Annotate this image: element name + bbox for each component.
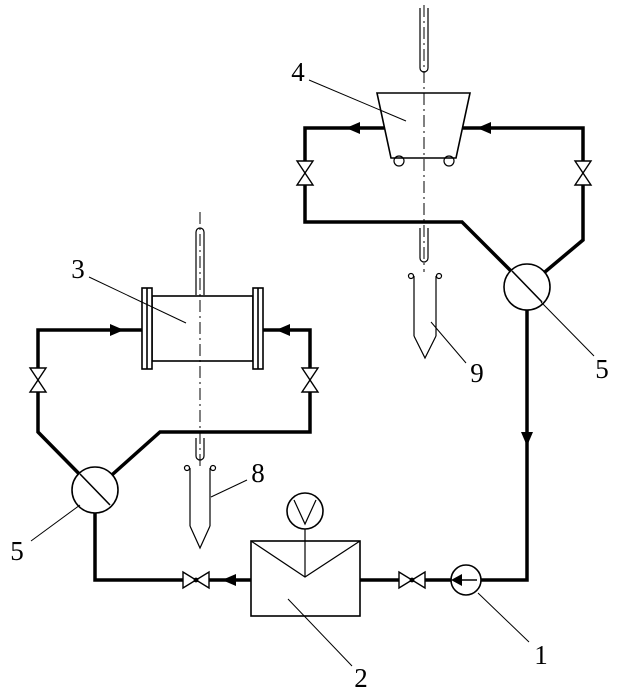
probe-pipe-top [419,8,429,68]
tube-walls [189,468,211,526]
component-4-evaporator [376,8,471,263]
pipe-4-outlet-left [303,126,384,161]
component-2-tank [250,492,361,617]
callout-5-left-label: 5 [10,536,24,566]
callout-1-label: 1 [534,640,548,670]
valves [28,160,593,590]
separator-chord [511,270,543,303]
tube-curl-icon [209,464,217,472]
leader-8 [210,479,248,498]
probe-pipe-bottom [419,228,429,258]
leader-2 [287,598,353,667]
tube-walls [413,276,437,336]
flow-arrows [110,122,533,586]
agitator-vanes [293,499,317,526]
leader-5-left [30,504,81,542]
pipe-to-separator-right [303,185,529,289]
valve-icon [182,570,210,590]
component-3-heat-exchanger [141,227,264,461]
pipe-3-inlet-right [263,328,312,369]
probe-pipe-bottom [195,438,205,456]
arrow-downcomer-icon [521,432,533,446]
leader-1 [477,592,530,643]
pump-arrow-icon [451,574,462,586]
probe-8 [183,464,217,550]
leader-5-right [540,301,595,357]
arrow-tank-outlet-icon [222,574,236,586]
valve-icon [300,367,320,393]
pump-1 [450,564,482,596]
callout-9-label: 9 [470,358,484,388]
agitator-motor-icon [286,492,324,530]
separator-5-right [503,263,551,311]
centerlines [199,5,425,468]
pipe-riser-left [93,513,183,582]
arrow-left-of-4-icon [346,122,360,134]
probe-hook [419,257,429,263]
pipe-downcomer-right [481,310,529,582]
valve-icon [28,367,48,393]
tube-curl-icon [183,464,191,472]
pipe-3-inlet-left [36,328,142,369]
pipe-separator-right-top [525,185,585,289]
callout-3-label: 3 [71,254,85,284]
valve-icon [295,160,315,186]
leader-4 [308,79,407,122]
arrow-right-of-3-icon [276,324,290,336]
leader-9 [430,321,467,364]
arrow-right-of-4-icon [477,122,491,134]
probe-pipe-top [195,232,205,295]
leader-3 [88,276,187,324]
valve-icon [398,570,426,590]
separator-chord [79,473,111,506]
tube-tip [413,335,437,360]
callout-5-right-label: 5 [595,354,609,384]
callouts: 4 3 9 5 8 5 2 1 [10,57,609,693]
nozzle-icon [443,155,455,167]
pipe-return-left [93,391,312,492]
exchanger-body [151,295,254,362]
callout-2-label: 2 [354,663,368,693]
tube-curl-icon [435,272,443,280]
tube-tip [189,525,211,550]
valve-icon [573,160,593,186]
nozzle-icon [393,155,405,167]
tube-curl-icon [407,272,415,280]
separator-5-left [71,466,119,514]
leader-lines [30,79,595,667]
arrow-left-of-3-icon [110,324,124,336]
pipe-separator-left-up [36,391,97,492]
callout-4-label: 4 [291,57,305,87]
probe-9 [407,272,443,360]
pipe-4-inlet-right [463,126,585,161]
callout-8-label: 8 [251,458,265,488]
